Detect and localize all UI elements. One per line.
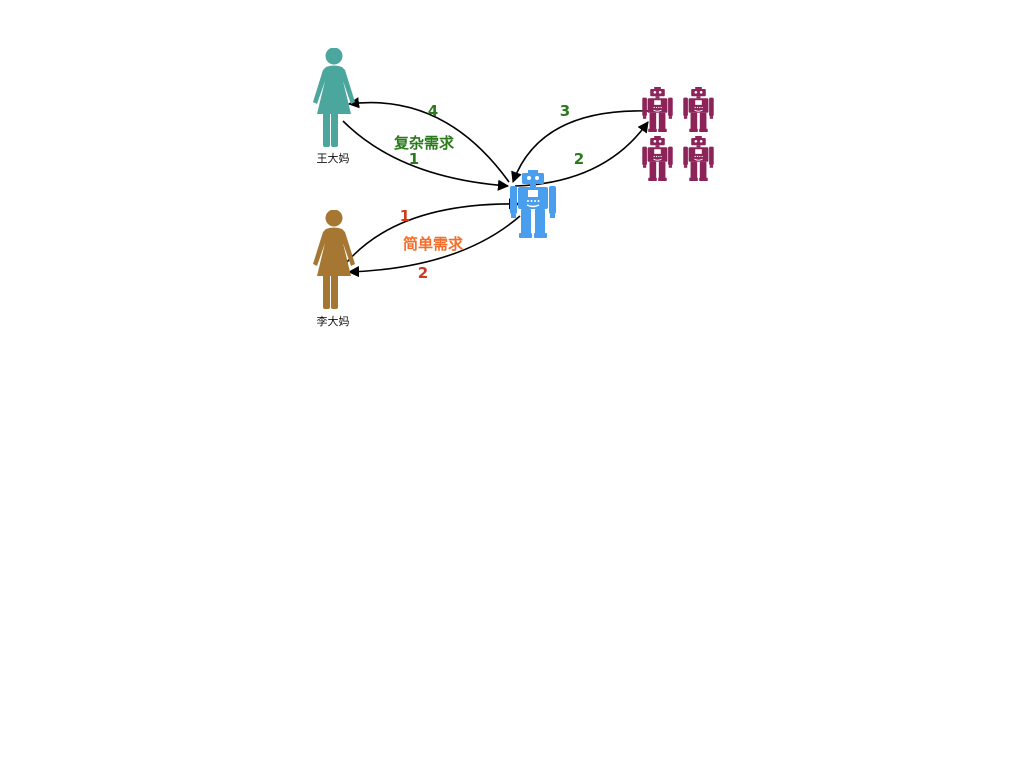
complex-demand-label: 复杂需求: [393, 134, 455, 152]
simple-demand-label: 简单需求: [403, 235, 464, 253]
person-wang-name: 王大妈: [317, 151, 350, 165]
woman-icon: [313, 210, 355, 309]
robot-icon: [642, 136, 673, 181]
robot-group: [642, 87, 714, 181]
simple-step-1: 1: [400, 207, 410, 225]
complex-step-3: 3: [560, 102, 570, 120]
person-li-name: 李大妈: [317, 314, 350, 328]
arrow-complex-step1: [342, 120, 510, 191]
arrow-complex-step4: [347, 97, 510, 183]
simple-step-2: 2: [418, 264, 428, 282]
robot-icon: [642, 87, 673, 132]
woman-icon: [313, 48, 355, 147]
robot-icon: [683, 136, 714, 181]
arrow-complex-step3: [511, 110, 649, 184]
person-li: 李大妈: [313, 210, 355, 328]
central-robot-icon: [510, 170, 556, 238]
person-wang: 王大妈: [313, 48, 355, 165]
complex-step-2: 2: [574, 150, 584, 168]
robot-icon: [683, 87, 714, 132]
arrow-simple-step2: [347, 215, 521, 278]
complex-step-4: 4: [428, 102, 438, 120]
arrow-simple-step1: [346, 198, 521, 263]
complex-step-1: 1: [409, 150, 419, 168]
